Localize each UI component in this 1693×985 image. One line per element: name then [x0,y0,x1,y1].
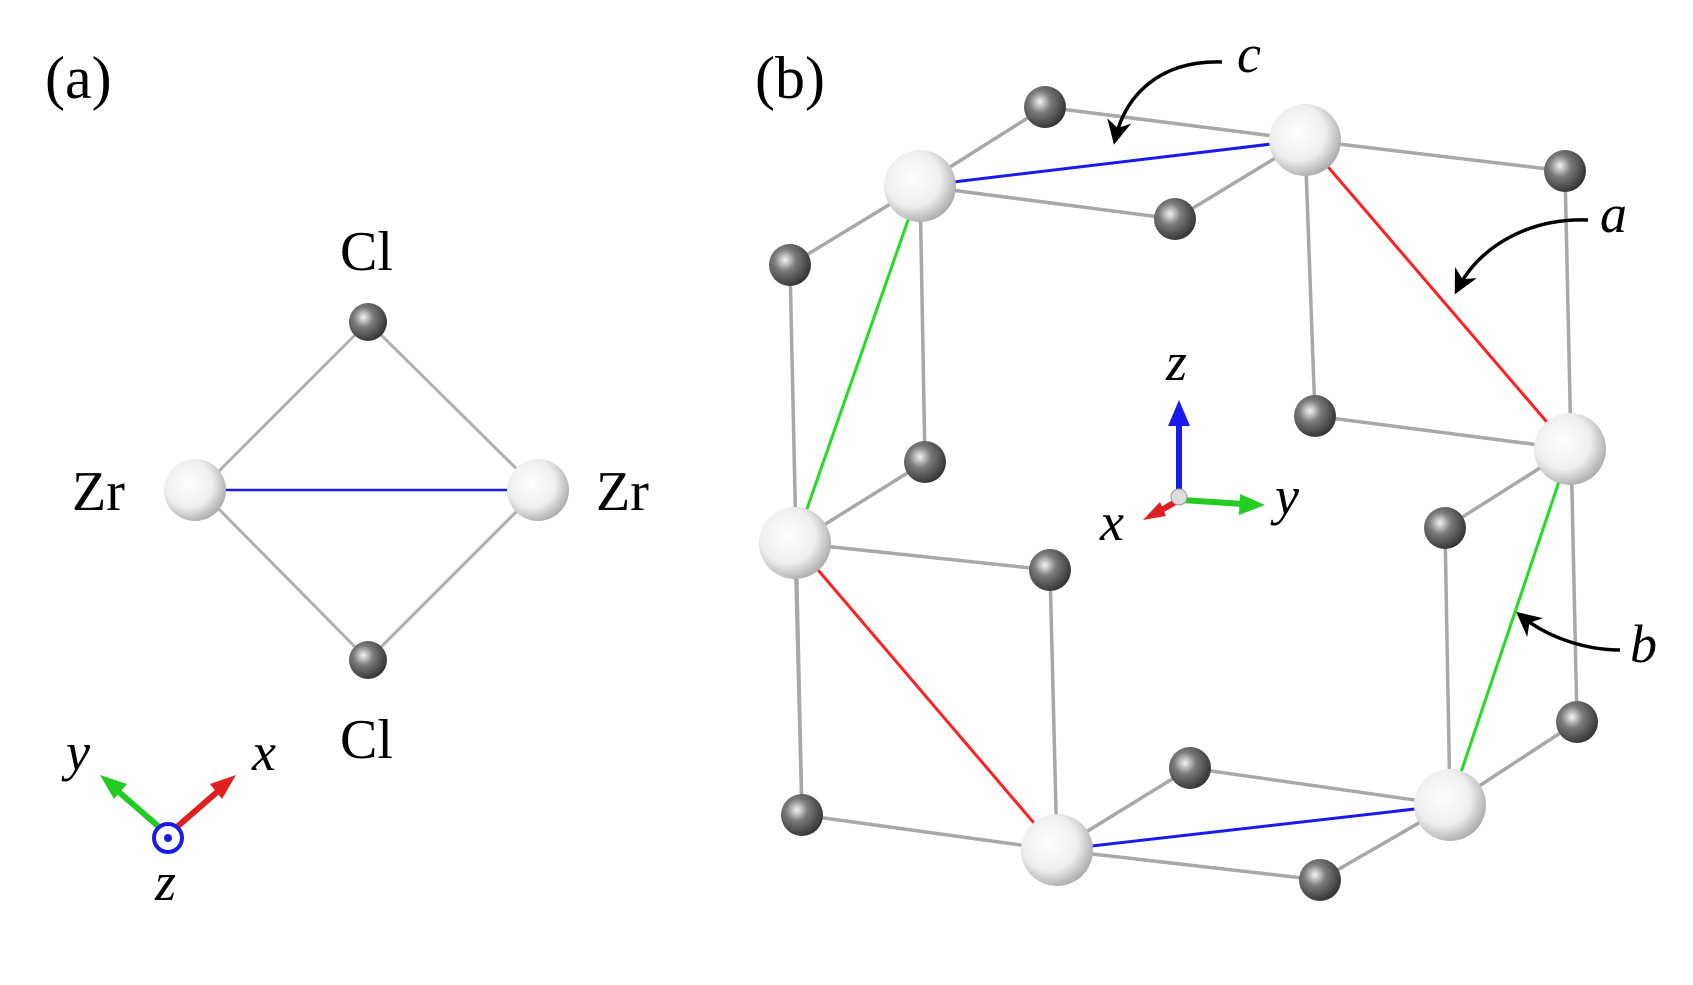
bond [198,488,370,662]
x-axis-arrow-shaft [168,783,226,836]
axis-label-y: y [1270,466,1299,526]
zr-atom [1021,814,1093,886]
cl-atom [1544,150,1586,192]
zr-atom-left [164,459,226,521]
zr-atom [884,150,956,222]
cl-atom [1294,395,1336,437]
vector-label-a: a [1600,184,1627,244]
bond [794,541,1051,572]
cl-atom [769,244,811,286]
panel-a-bonds [198,320,540,662]
bond [918,185,927,463]
y-axis-arrow-head [1239,494,1265,515]
b-vector-left [793,185,922,544]
panel-b-label: (b) [755,45,825,111]
atom-label-cl-bottom: Cl [340,709,393,771]
zr-atom [1269,104,1341,176]
axis-label-z: z [1165,332,1187,392]
y-axis-arrow-shaft [1181,497,1244,507]
bond [1443,527,1452,806]
bond [1303,139,1317,417]
lattice-vectors [793,138,1572,852]
vector-label-b: b [1630,614,1657,674]
bond [1304,138,1566,173]
zr-atom [1534,413,1606,485]
bond [1314,414,1571,451]
panel-a: (a) Cl Cl Zr Zr y x z [45,45,649,912]
cl-atom [1169,747,1211,789]
zr-atom [1414,769,1486,841]
cl-atoms [769,86,1598,901]
c-callout-arrow [1107,60,1223,145]
bond [198,320,370,492]
atom-label-zr-right: Zr [596,461,649,523]
c-vector-top [919,138,1306,188]
axis-label-x: x [251,722,276,782]
z-axis-dot [164,834,172,842]
bond [1044,105,1306,142]
cl-atom [1154,198,1196,240]
bond [366,320,540,492]
cl-atom [1029,549,1071,591]
vector-label-c: c [1237,24,1261,84]
bond [1056,848,1321,882]
bond [366,488,540,662]
panel-b-axis-triad: z y x [1099,332,1299,552]
zr-atom-right [507,459,569,521]
cl-atom [1299,859,1341,901]
y-axis-arrow-head [100,775,127,799]
cl-atom-top [349,303,387,341]
panel-a-label: (a) [45,45,112,111]
a-vector-left [793,542,1059,851]
x-axis-arrow-head [1143,502,1166,520]
c-vector-bottom [1056,803,1451,852]
axis-origin [1170,488,1188,506]
z-axis-arrow-head [1168,400,1190,426]
zr-atom [759,507,831,579]
atom-label-cl-top: Cl [340,221,393,283]
axis-label-y: y [61,722,90,782]
a-vector-right [1303,139,1572,450]
callout-arrows [1107,60,1621,652]
panel-b: (b) [755,24,1657,901]
cl-atom [781,794,823,836]
cl-atom-bottom [349,641,387,679]
cl-atom [1024,86,1066,128]
x-axis-arrow-head [210,775,236,799]
atom-label-zr-left: Zr [72,461,125,523]
cl-atom [1424,507,1466,549]
y-axis-arrow-shaft [110,783,168,836]
a-callout-arrow [1454,218,1589,295]
bond [919,184,1176,221]
bond [1048,569,1059,851]
axis-label-x: x [1099,492,1124,552]
cl-atom [904,441,946,483]
bond [801,813,1058,852]
b-callout-arrow [1516,611,1621,652]
bond [1189,766,1451,807]
cl-atom [1556,701,1598,743]
bond [793,542,804,816]
axis-label-z: z [154,852,176,912]
zr-atoms [759,104,1606,886]
panel-a-axis-triad: y x z [61,722,276,912]
b-vector-right [1448,448,1572,806]
